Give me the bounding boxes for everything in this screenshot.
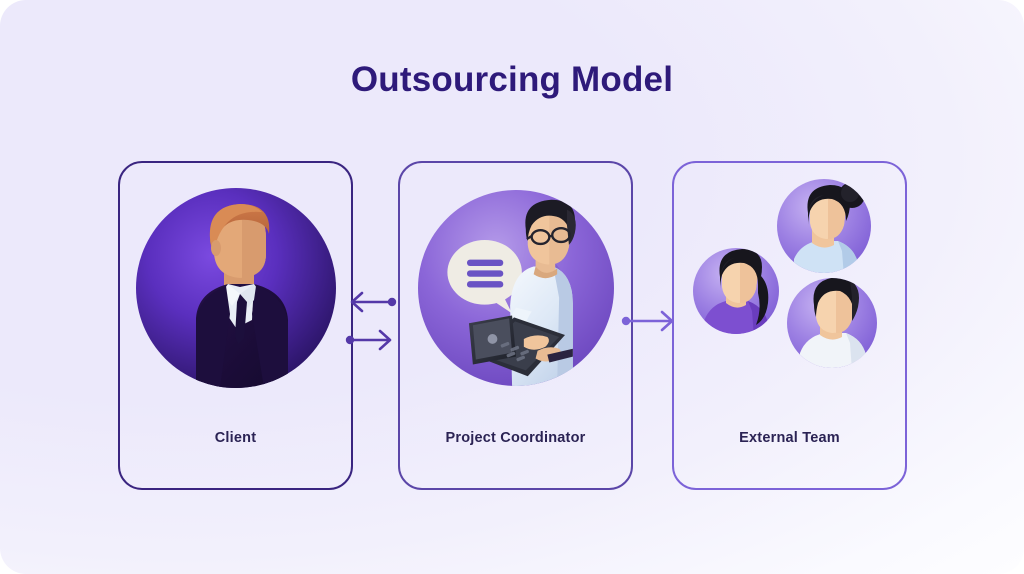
team-member-avatar-3 bbox=[787, 278, 877, 368]
coordinator-laptop-avatar bbox=[417, 190, 614, 386]
node-label-coordinator: Project Coordinator bbox=[445, 430, 586, 446]
arrow-client-to-coordinator bbox=[345, 329, 392, 351]
team-member-avatar-2 bbox=[693, 248, 779, 334]
external-team-illustration bbox=[674, 163, 905, 413]
message-bubble-icon bbox=[446, 239, 522, 314]
client-businessman-avatar bbox=[135, 188, 336, 388]
node-card-external-team[interactable]: External Team bbox=[672, 161, 907, 490]
node-label-external-team: External Team bbox=[739, 430, 840, 446]
connector-client-coordinator bbox=[340, 280, 402, 362]
client-illustration bbox=[120, 163, 351, 413]
team-member-avatar-1 bbox=[777, 179, 871, 273]
node-card-coordinator[interactable]: Project Coordinator bbox=[398, 161, 633, 490]
external-team-avatars bbox=[693, 179, 877, 368]
arrow-coordinator-to-external bbox=[621, 310, 674, 332]
coordinator-illustration bbox=[400, 163, 631, 413]
page-title: Outsourcing Model bbox=[350, 60, 674, 99]
laptop-icon bbox=[468, 315, 565, 377]
node-card-client[interactable]: Client bbox=[118, 161, 353, 490]
arrow-coordinator-to-client bbox=[350, 291, 397, 313]
node-label-client: Client bbox=[214, 430, 257, 446]
